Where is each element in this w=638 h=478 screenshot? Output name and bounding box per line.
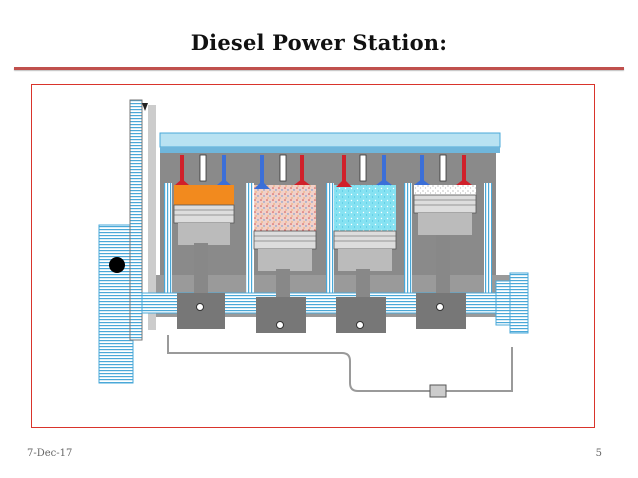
- cylinder-4: [413, 185, 477, 329]
- title-underline: [14, 67, 624, 70]
- valves: [175, 154, 472, 189]
- slide-title: Diesel Power Station:: [190, 30, 448, 55]
- flywheel: [98, 99, 156, 384]
- oil-line: [167, 335, 513, 398]
- shaft-end: [495, 280, 511, 326]
- cylinder-3: [333, 185, 397, 333]
- diagram-frame: [31, 84, 595, 428]
- cylinder-2: [253, 185, 317, 333]
- slide-page-number: 5: [595, 448, 602, 459]
- slide-date: 7-Dec-17: [27, 448, 73, 459]
- cylinder-1: [173, 185, 235, 329]
- engine-diagram: [98, 99, 529, 398]
